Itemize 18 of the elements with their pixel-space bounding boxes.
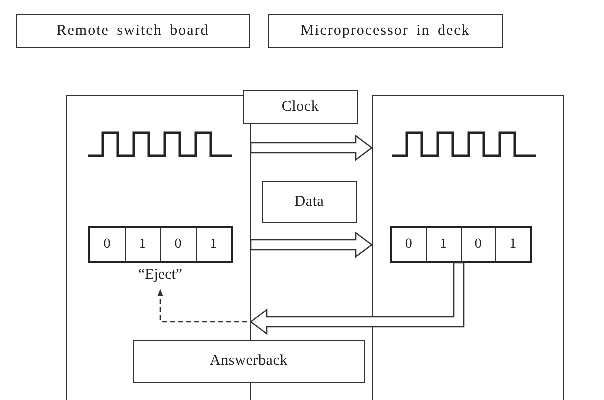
bit-cell: 1 bbox=[426, 228, 460, 261]
hollow-arrow bbox=[250, 232, 374, 258]
label-box: Answerback bbox=[133, 340, 365, 383]
title-box: Remote switch board bbox=[16, 14, 250, 48]
bit-cell: 0 bbox=[460, 228, 496, 261]
bit-cell: 1 bbox=[196, 228, 231, 261]
bit-cell: 0 bbox=[160, 228, 196, 261]
bit-cell-text: 0 bbox=[404, 236, 414, 254]
label-box: Clock bbox=[243, 90, 358, 124]
hollow-arrow bbox=[250, 134, 374, 162]
title-box: Microprocessor in deck bbox=[268, 14, 503, 48]
bit-cell: 1 bbox=[495, 228, 530, 261]
label-box: Data bbox=[262, 181, 357, 223]
dashed-arrow bbox=[158, 289, 247, 323]
register-caption: “Eject” bbox=[138, 267, 183, 284]
bit-cell: 1 bbox=[124, 228, 160, 261]
hollow-arrow bbox=[250, 262, 465, 336]
bit-cell-text: 0 bbox=[102, 236, 112, 254]
